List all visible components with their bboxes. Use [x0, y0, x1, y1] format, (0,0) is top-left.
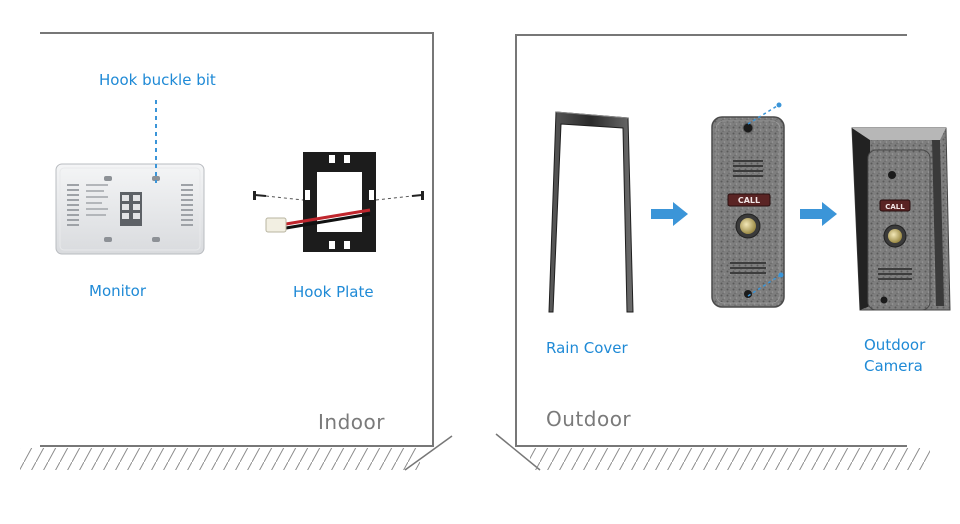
hook-plate-icon [265, 152, 413, 252]
screw-icon [253, 191, 424, 200]
hook-plate-label: Hook Plate [293, 283, 374, 301]
monitor-device-icon [55, 163, 205, 255]
arrow-right-icon [651, 202, 688, 226]
monitor-label: Monitor [89, 282, 147, 300]
outdoor-camera-label-line1: Outdoor [864, 336, 926, 354]
hook-buckle-label: Hook buckle bit [99, 71, 216, 89]
indoor-ground-hatch [20, 448, 420, 470]
call-plate-text-left: CALL [738, 196, 760, 205]
outdoor-title: Outdoor [546, 407, 632, 431]
rain-cover-icon [548, 111, 634, 313]
outdoor-ground-hatch [530, 448, 930, 470]
arrow-right-icon [800, 202, 837, 226]
outdoor-frame [495, 34, 907, 471]
doorbell-camera-icon [711, 102, 785, 308]
outdoor-camera-label-line2: Camera [864, 357, 923, 375]
indoor-title: Indoor [318, 410, 385, 434]
call-plate-text-right: CALL [885, 203, 905, 211]
rain-cover-label: Rain Cover [546, 339, 628, 357]
doorbell-camera-icon [851, 127, 951, 311]
